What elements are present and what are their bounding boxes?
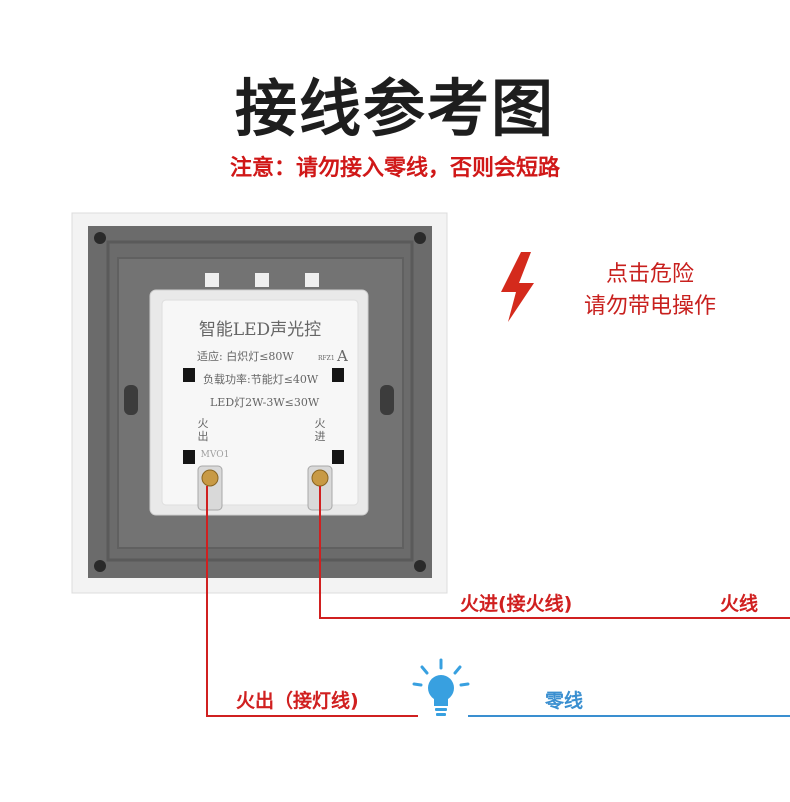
switch-spec3: LED灯2W-3W≤30W [210,396,320,409]
terminal-in-char2: 进 [315,430,326,443]
bulb-icon [412,658,470,716]
mount-slot [380,385,394,415]
terminal-out-char1: 火 [198,417,209,430]
fire-in-wire [319,486,790,619]
switch-spec2: 负载功率:节能灯≤40W [203,372,319,386]
mount-hole [414,560,426,572]
warning-line-1: 点击危险 [605,262,694,287]
terminal-out-char2: 出 [198,429,209,443]
fire-in-label: 火进(接火线) [460,593,573,615]
page-title: 接线参考图 [234,72,555,145]
switch-spec1-small: RFZ1 [318,355,335,362]
switch-stamp: MVO1 [201,450,230,460]
switch-spec1-mark: A [336,347,348,365]
fire-out-wire [206,486,418,717]
mount-slot [124,385,138,415]
mount-hole [414,232,426,244]
fire-line-label: 火线 [720,593,759,615]
mount-hole [94,560,106,572]
warning-line-2: 请勿带电操作 [583,294,716,319]
switch-model-text: 智能LED声光控 [199,320,321,340]
terminal-in-char1: 火 [315,417,326,430]
neutral-label: 零线 [545,690,584,712]
lightning-icon [501,252,534,322]
mount-hole [94,232,106,244]
warning-notice: 注意：请勿接入零线，否则会短路 [229,156,560,181]
fire-out-label: 火出（接灯线) [236,690,359,712]
switch-spec1: 适应: 白炽灯≤80W [197,349,294,363]
